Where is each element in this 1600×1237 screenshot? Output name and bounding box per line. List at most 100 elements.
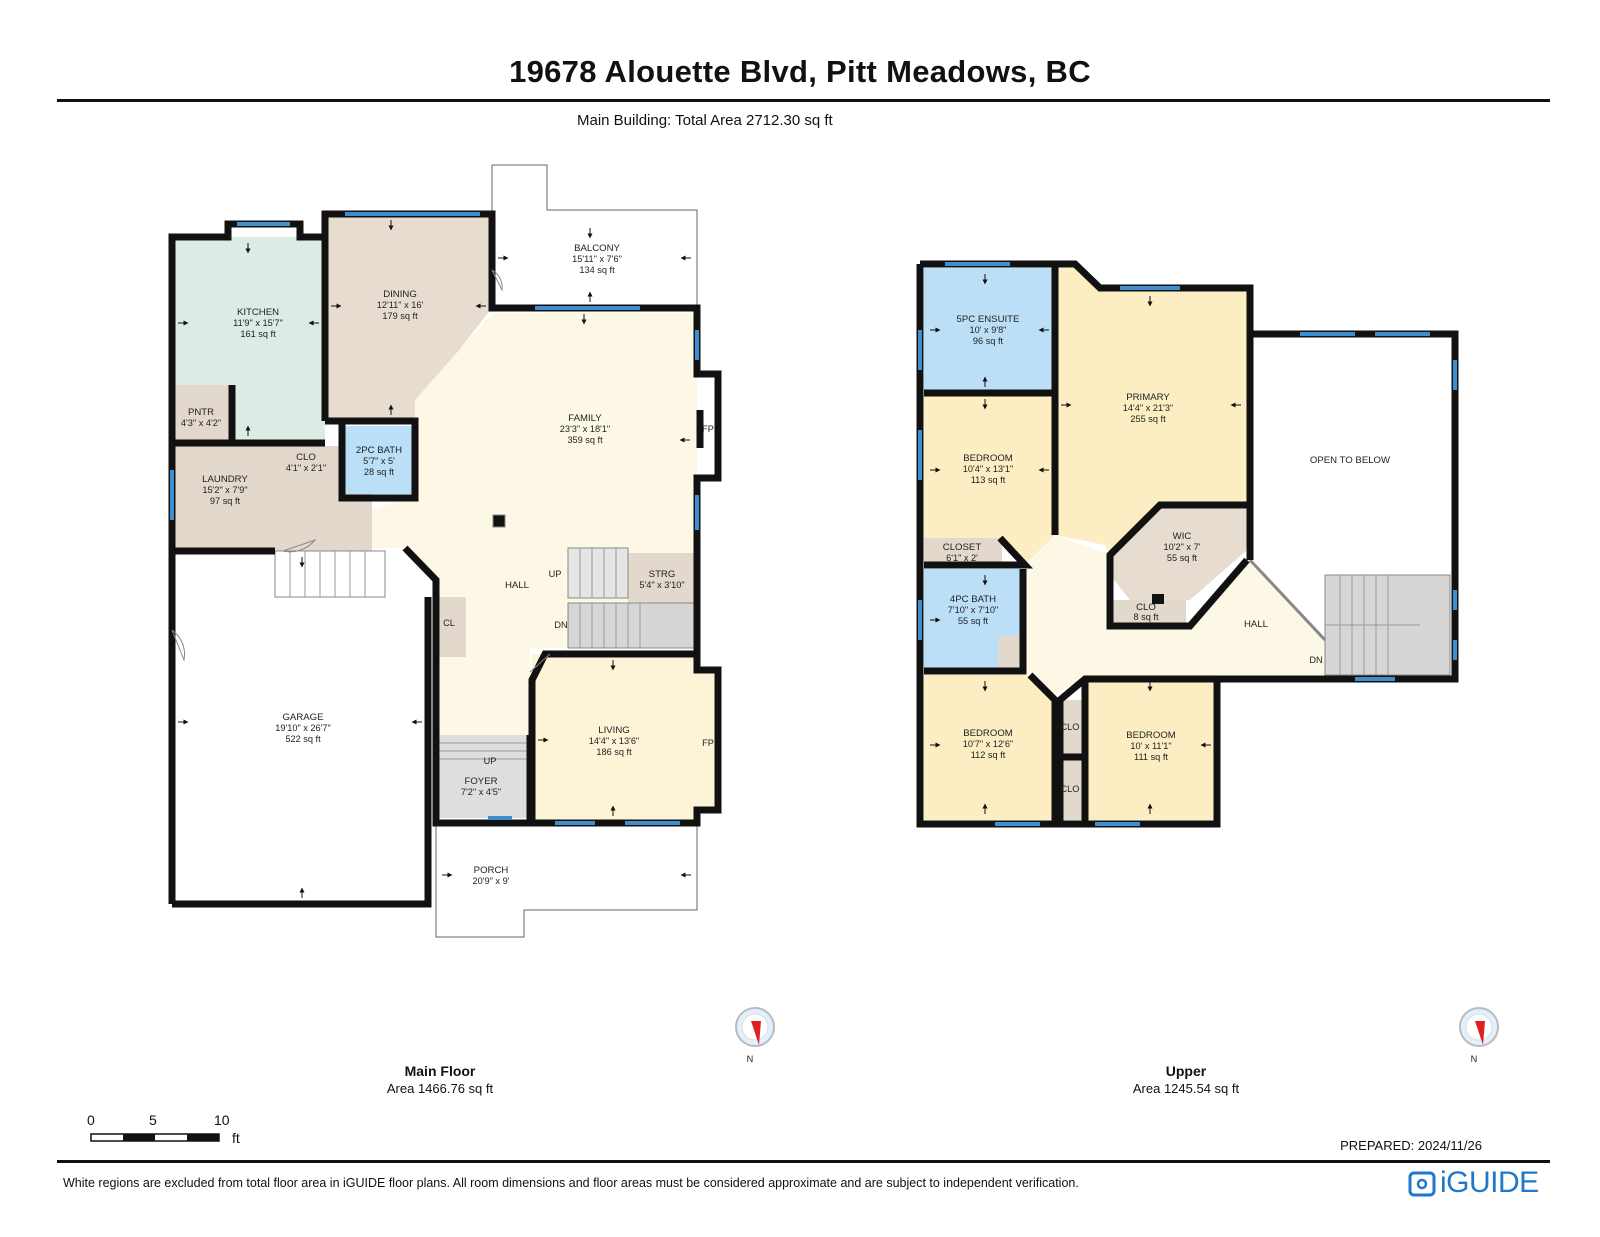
- cl-label: CL: [443, 618, 455, 628]
- wic-clo-area: 8 sq ft: [1133, 612, 1158, 622]
- page-title: 19678 Alouette Blvd, Pitt Meadows, BC: [509, 54, 1091, 89]
- compass-main-n: N: [747, 1054, 754, 1064]
- brand-wordmark: iGUIDE: [1440, 1166, 1539, 1199]
- dining-label: DINING: [383, 289, 417, 300]
- balcony-dim: 15'11" x 7'6": [572, 254, 622, 264]
- upper-post: [1152, 594, 1164, 604]
- bath2-dim: 5'7" x 5': [363, 456, 395, 466]
- upper-floor-windows: [918, 262, 1457, 826]
- closet-label: CLOSET: [943, 542, 982, 553]
- ensuite-area: 96 sq ft: [973, 336, 1004, 346]
- dn-label: DN: [554, 620, 567, 630]
- family-label: FAMILY: [568, 413, 602, 424]
- scale-unit: ft: [232, 1130, 240, 1146]
- hall-label: HALL: [505, 580, 530, 591]
- family-dim: 23'3" x 18'1": [560, 424, 610, 434]
- primary-area: 255 sq ft: [1130, 414, 1166, 424]
- upper-dn-label: DN: [1309, 655, 1322, 665]
- primary-label: PRIMARY: [1126, 392, 1170, 403]
- clo-a-label: CLO: [1061, 722, 1080, 732]
- pntr-dim: 4'3" x 4'2": [181, 418, 221, 428]
- ensuite-label: 5PC ENSUITE: [957, 314, 1020, 325]
- compass-upper-n: N: [1471, 1054, 1478, 1064]
- bedroom2-area: 112 sq ft: [971, 750, 1006, 760]
- strg-dim: 5'4" x 3'10": [639, 580, 684, 590]
- strg-label: STRG: [649, 569, 676, 580]
- balcony-area: [491, 164, 698, 309]
- main-dim-arrows: [178, 220, 691, 898]
- garage-stairs: [274, 550, 386, 598]
- main-door-swings: [171, 269, 551, 673]
- garage-label: GARAGE: [282, 712, 323, 723]
- laundry-area: 97 sq ft: [210, 496, 241, 506]
- clo-dim: 4'1" x 2'1": [286, 463, 326, 473]
- family-hall-area: [372, 313, 697, 818]
- iguide-logo-icon: [1408, 1171, 1436, 1197]
- upper-floor-plan: 5PC ENSUITE 10' x 9'8" 96 sq ft PRIMARY …: [916, 260, 1459, 828]
- title-rule: [57, 99, 1550, 102]
- bedroom3-area: 111 sq ft: [1134, 752, 1168, 762]
- porch-dim: 20'9" x 9': [473, 876, 510, 886]
- pantry-room: [172, 385, 232, 443]
- living-dim: 14'4" x 13'6": [589, 736, 639, 746]
- dining-dim: 12'11" x 16': [377, 300, 424, 310]
- prepared-date: PREPARED: 2024/11/26: [1340, 1138, 1482, 1153]
- bedroom2-room: [924, 675, 1055, 820]
- stair-treads: [289, 548, 641, 760]
- clo-b-label: CLO: [1061, 784, 1080, 794]
- bath4-closet: [998, 636, 1023, 671]
- compass-upper: N: [1459, 1007, 1499, 1064]
- main-floor-name: Main Floor: [404, 1063, 476, 1079]
- wic-dim: 10'2" x 7': [1164, 542, 1201, 552]
- closet-room: [924, 538, 1002, 566]
- primary-dim: 14'4" x 21'3": [1123, 403, 1173, 413]
- foyer-label: FOYER: [464, 776, 497, 787]
- garage-dim: 19'10" x 26'7": [275, 723, 331, 733]
- up-label: UP: [549, 569, 562, 579]
- main-floor-plan: KITCHEN 11'9" x 15'7" 161 sq ft DINING 1…: [168, 164, 722, 938]
- powder-bath-room: [342, 426, 415, 494]
- dining-area: 179 sq ft: [382, 311, 418, 321]
- upper-floor-name: Upper: [1165, 1063, 1207, 1079]
- scale-tick-0: 0: [87, 1112, 95, 1128]
- garage-area: 522 sq ft: [285, 734, 321, 744]
- family-area: 359 sq ft: [567, 435, 603, 445]
- bedroom2-dim: 10'7" x 12'6": [963, 739, 1013, 749]
- bedroom3-dim: 10' x 11'1": [1130, 741, 1171, 751]
- scale-tick-5: 5: [149, 1112, 157, 1128]
- bedroom1-area: 113 sq ft: [971, 475, 1006, 485]
- pntr-label: PNTR: [188, 407, 214, 418]
- closet-room: [276, 446, 336, 484]
- upper-floor-area: Area 1245.54 sq ft: [1132, 1081, 1240, 1096]
- kitchen-area: 161 sq ft: [240, 329, 276, 339]
- wic-label: WIC: [1173, 531, 1192, 542]
- wic-area: 55 sq ft: [1167, 553, 1198, 563]
- stairs-down: [567, 602, 698, 649]
- disclaimer-footnote: White regions are excluded from total fl…: [63, 1176, 1079, 1190]
- living-room: [532, 654, 718, 823]
- upper-dim-arrows: [930, 274, 1241, 814]
- fireplace-label-1: FP: [702, 424, 714, 434]
- bedroom1-label: BEDROOM: [963, 453, 1013, 464]
- bedroom2-label: BEDROOM: [963, 728, 1013, 739]
- foyer-room: [436, 735, 528, 818]
- hall-closet: [436, 597, 466, 657]
- living-area: 186 sq ft: [596, 747, 632, 757]
- bath2-label: 2PC BATH: [356, 445, 402, 456]
- total-area-subtitle: Main Building: Total Area 2712.30 sq ft: [577, 112, 833, 129]
- scale-bar: [90, 1133, 220, 1142]
- fireplace-label-2: FP: [702, 738, 714, 748]
- primary-room: [1055, 268, 1247, 555]
- wic-room: [1110, 505, 1247, 600]
- kitchen-label: KITCHEN: [237, 307, 279, 318]
- bath4-label: 4PC BATH: [950, 594, 996, 605]
- bedroom3-label: BEDROOM: [1126, 730, 1176, 741]
- foyer-up-label: UP: [484, 756, 497, 766]
- upper-railing: [1248, 558, 1327, 642]
- footer-rule: [57, 1160, 1550, 1163]
- ensuite-dim: 10' x 9'8": [970, 325, 1007, 335]
- main-floor-windows: [170, 212, 699, 825]
- garage-area: [172, 551, 428, 901]
- dining-room: [325, 214, 492, 421]
